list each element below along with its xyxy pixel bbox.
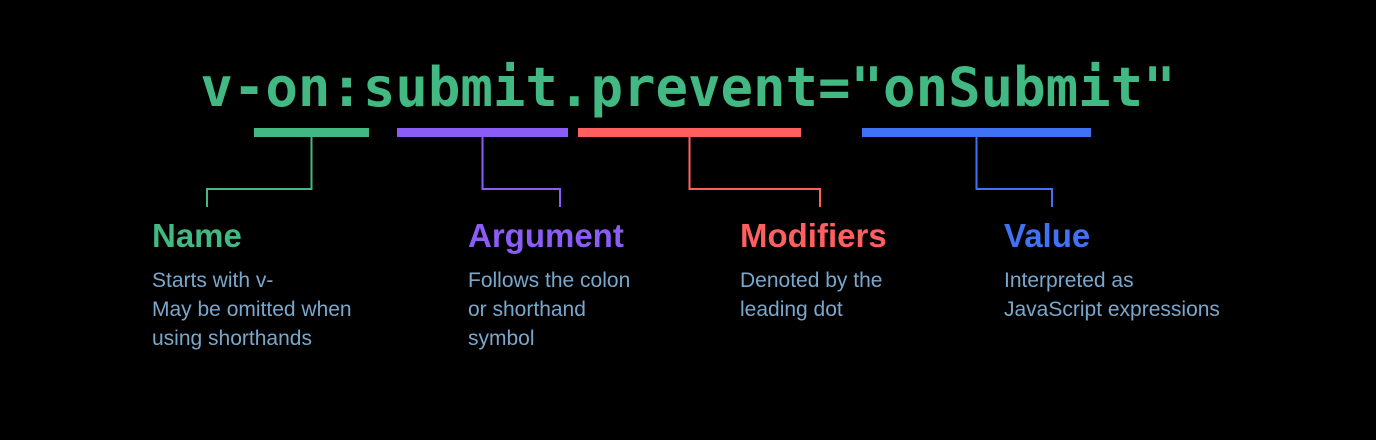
label-title-value: Value	[1004, 217, 1091, 254]
label-description-value: Interpreted as JavaScript expressions	[1004, 269, 1220, 321]
underline-argument	[397, 128, 568, 137]
label-description-name: Starts with v- May be omitted when using…	[152, 269, 352, 350]
connector-argument	[481, 137, 561, 207]
label-block-name: Name Starts with v- May be omitted when …	[152, 216, 352, 353]
code-expression: v-on:submit.prevent="onSubmit"	[200, 56, 1176, 119]
label-description-modifiers: Denoted by the leading dot	[740, 269, 883, 321]
label-block-modifiers: Modifiers Denoted by the leading dot	[740, 216, 887, 324]
underline-name	[254, 128, 369, 137]
label-title-name: Name	[152, 217, 242, 254]
underline-modifiers	[578, 128, 801, 137]
connector-modifiers	[688, 137, 821, 207]
connector-value	[975, 137, 1053, 207]
underline-value	[862, 128, 1091, 137]
connector-name	[206, 137, 313, 207]
label-block-argument: Argument Follows the colon or shorthand …	[468, 216, 630, 353]
label-title-modifiers: Modifiers	[740, 217, 887, 254]
label-block-value: Value Interpreted as JavaScript expressi…	[1004, 216, 1220, 324]
label-description-argument: Follows the colon or shorthand symbol	[468, 269, 631, 350]
label-title-argument: Argument	[468, 217, 624, 254]
